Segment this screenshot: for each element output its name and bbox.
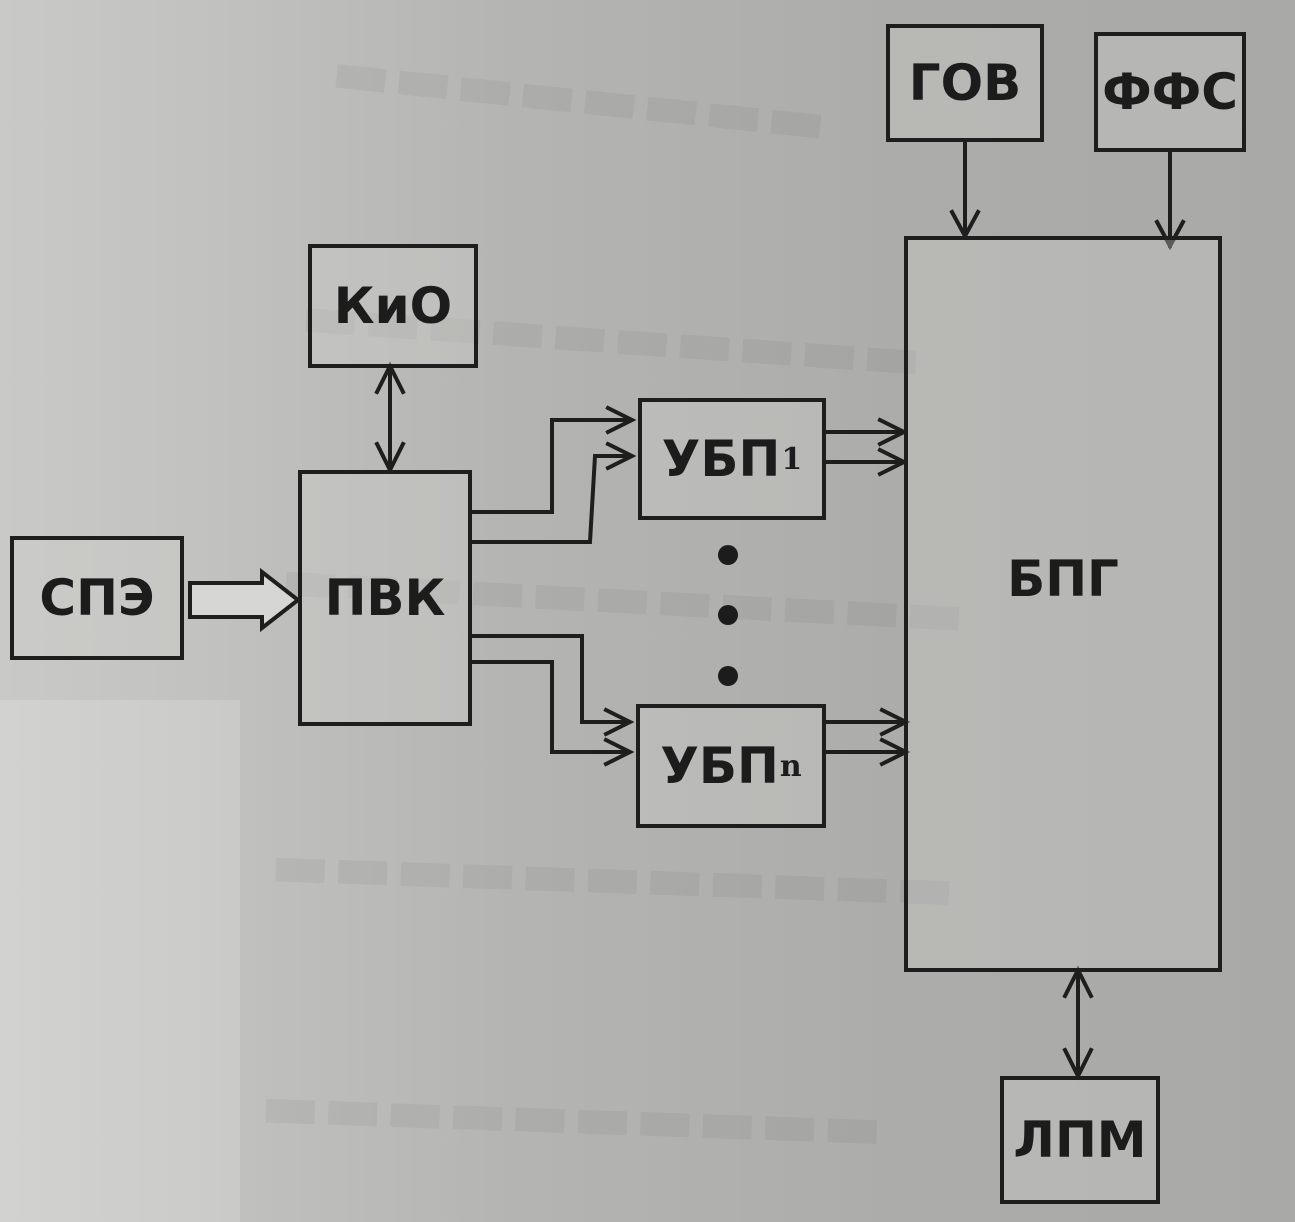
pvk-ubpn-lower-arrowhead xyxy=(603,737,635,767)
block-ubp-1-subscript: 1 xyxy=(781,441,803,477)
ellipsis-dot xyxy=(718,605,738,625)
pvk-ubp1-upper-arrowhead xyxy=(605,405,637,435)
pvk-ubpn-lower-line xyxy=(468,660,628,754)
block-bpg-label: БПГ xyxy=(1007,550,1119,608)
spe-to-pvk-hollow-arrow xyxy=(188,567,302,633)
pvk-ubp1-upper-line xyxy=(468,418,630,514)
block-ffs: ФФС xyxy=(1094,32,1246,152)
block-ubp-n-subscript: n xyxy=(779,748,802,784)
pvk-ubp1-lower-line xyxy=(468,454,630,544)
block-spe-label: СПЭ xyxy=(39,569,155,627)
block-kio-label: КиО xyxy=(333,277,453,335)
block-lpm-label: ЛПМ xyxy=(1013,1111,1147,1169)
block-bpg: БПГ xyxy=(904,236,1222,972)
block-pvk: ПВК xyxy=(298,470,472,726)
pvk-ubpn-upper-line xyxy=(468,634,628,724)
ellipsis-dot xyxy=(718,545,738,565)
block-ubp-n-label: УБП xyxy=(660,737,779,795)
block-pvk-label: ПВК xyxy=(324,569,446,627)
block-gov-label: ГОВ xyxy=(908,54,1022,112)
block-gov: ГОВ xyxy=(886,24,1044,142)
pvk-ubp1-lower-arrowhead xyxy=(605,441,637,471)
ellipsis-dot xyxy=(718,666,738,686)
ffs-to-bpg-arrowhead xyxy=(1154,219,1186,251)
pvk-ubpn-upper-arrowhead xyxy=(603,707,635,737)
block-spe: СПЭ xyxy=(10,536,184,660)
block-ubp-1-label: УБП xyxy=(661,430,781,488)
paper-patch xyxy=(0,700,240,1222)
block-ffs-label: ФФС xyxy=(1102,63,1238,121)
block-kio: КиО xyxy=(308,244,478,368)
block-lpm: ЛПМ xyxy=(1000,1076,1160,1204)
